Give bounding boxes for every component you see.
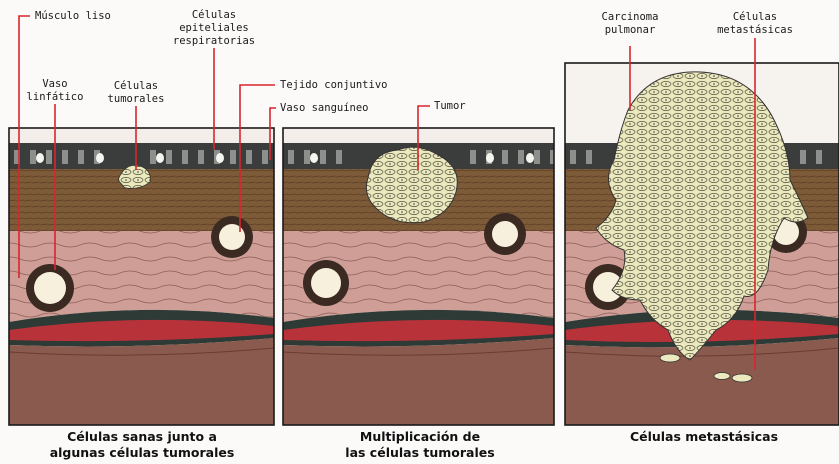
metastatic-cell xyxy=(714,373,730,380)
tumor-mass xyxy=(366,147,457,223)
label-celulas-metastasicas: Células xyxy=(733,11,777,23)
panel-metastasis xyxy=(565,63,839,425)
label-musculo-liso: Músculo liso xyxy=(35,10,111,22)
caption-panel-2-line2: las células tumorales xyxy=(345,445,494,460)
label-celulas-metastasicas-line2: metastásicas xyxy=(717,24,793,36)
label-carcinoma-pulmonar: Carcinoma xyxy=(602,11,659,23)
label-celulas-tumorales: Células xyxy=(114,80,158,92)
label-tumor: Tumor xyxy=(434,100,466,112)
caption-panel-1-line2: algunas células tumorales xyxy=(50,445,235,460)
label-celulas-tumorales-line2: tumorales xyxy=(108,93,165,105)
panel-healthy xyxy=(9,128,274,425)
metastatic-cell xyxy=(732,374,752,382)
caption-panel-1: Células sanas junto a xyxy=(67,429,217,444)
label-tejido-conjuntivo: Tejido conjuntivo xyxy=(280,79,387,91)
metastatic-cell xyxy=(660,354,680,362)
label-celulas-epiteliales: Células xyxy=(192,9,236,21)
label-celulas-epiteliales-line3: respiratorias xyxy=(173,35,255,47)
label-vaso-linfatico: Vaso xyxy=(42,78,67,90)
label-vaso-sanguineo: Vaso sanguíneo xyxy=(280,102,369,114)
label-vaso-linfatico-line2: linfático xyxy=(27,91,84,103)
panel-multiplication xyxy=(283,128,556,425)
caption-panel-2: Multiplicación de xyxy=(360,429,480,444)
caption-panel-3: Células metastásicas xyxy=(630,429,778,444)
label-celulas-epiteliales-line2: epiteliales xyxy=(179,22,249,34)
label-carcinoma-pulmonar-line2: pulmonar xyxy=(605,24,656,36)
